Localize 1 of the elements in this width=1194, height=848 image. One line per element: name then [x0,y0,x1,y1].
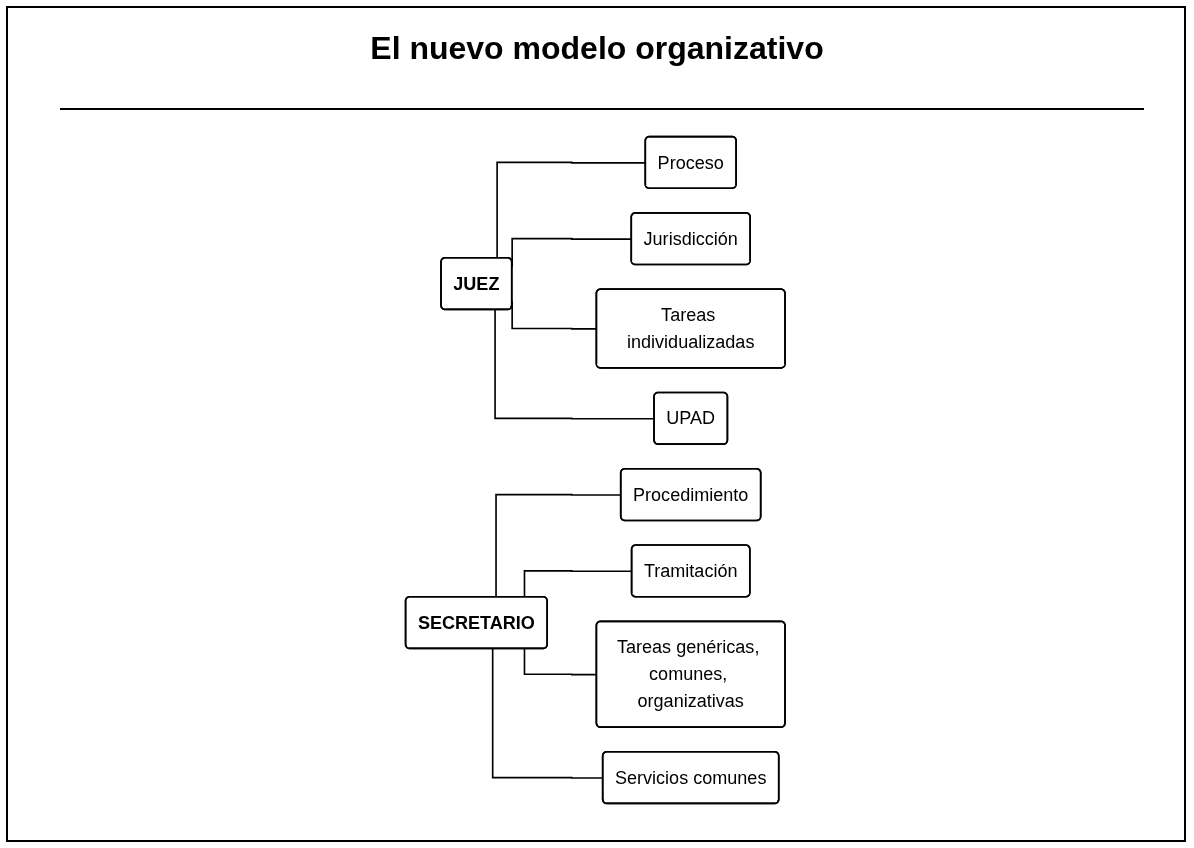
title: El nuevo modelo organizativo [369,30,825,67]
